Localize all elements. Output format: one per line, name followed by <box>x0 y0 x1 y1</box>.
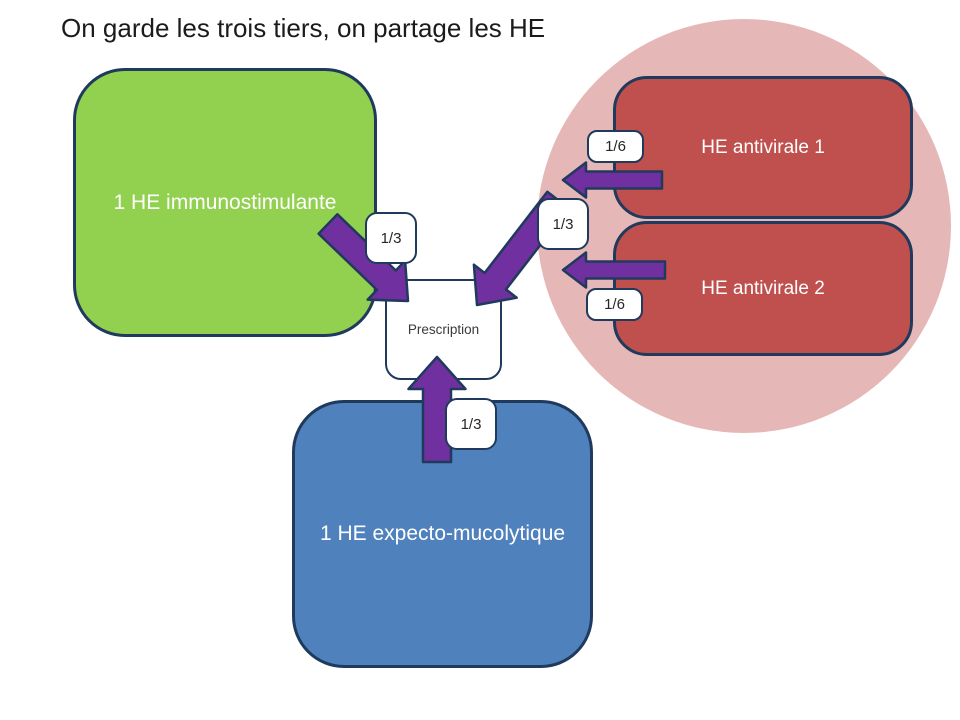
slide-title: On garde les trois tiers, on partage les… <box>61 13 546 43</box>
node-prescription: Prescription <box>385 279 502 380</box>
fraction-immuno-text: 1/3 <box>380 229 402 247</box>
node-prescription-label: Prescription <box>407 322 480 337</box>
node-antivirale-2-label: HE antivirale 2 <box>701 277 825 299</box>
node-immunostimulante: 1 HE immunostimulante <box>73 68 377 337</box>
fraction-antivirale-2-text: 1/6 <box>604 296 625 313</box>
fraction-antivirale-1-text: 1/6 <box>605 138 626 155</box>
node-antivirale-1: HE antivirale 1 <box>613 76 913 219</box>
fraction-expecto-text: 1/3 <box>460 415 482 433</box>
node-expecto-mucolytique: 1 HE expecto-mucolytique <box>292 400 593 668</box>
fraction-label-antiviral-group: 1/3 <box>537 198 589 250</box>
node-immunostimulante-label: 1 HE immunostimulante <box>113 190 337 214</box>
node-expecto-mucolytique-label: 1 HE expecto-mucolytique <box>319 522 566 545</box>
fraction-label-antivirale-2: 1/6 <box>586 288 643 321</box>
fraction-antiviral-group-text: 1/3 <box>552 215 574 233</box>
node-antivirale-1-label: HE antivirale 1 <box>701 136 825 158</box>
fraction-label-expecto: 1/3 <box>445 398 497 450</box>
node-antivirale-2: HE antivirale 2 <box>613 221 913 356</box>
fraction-label-antivirale-1: 1/6 <box>587 130 644 163</box>
fraction-label-immuno: 1/3 <box>365 212 417 264</box>
